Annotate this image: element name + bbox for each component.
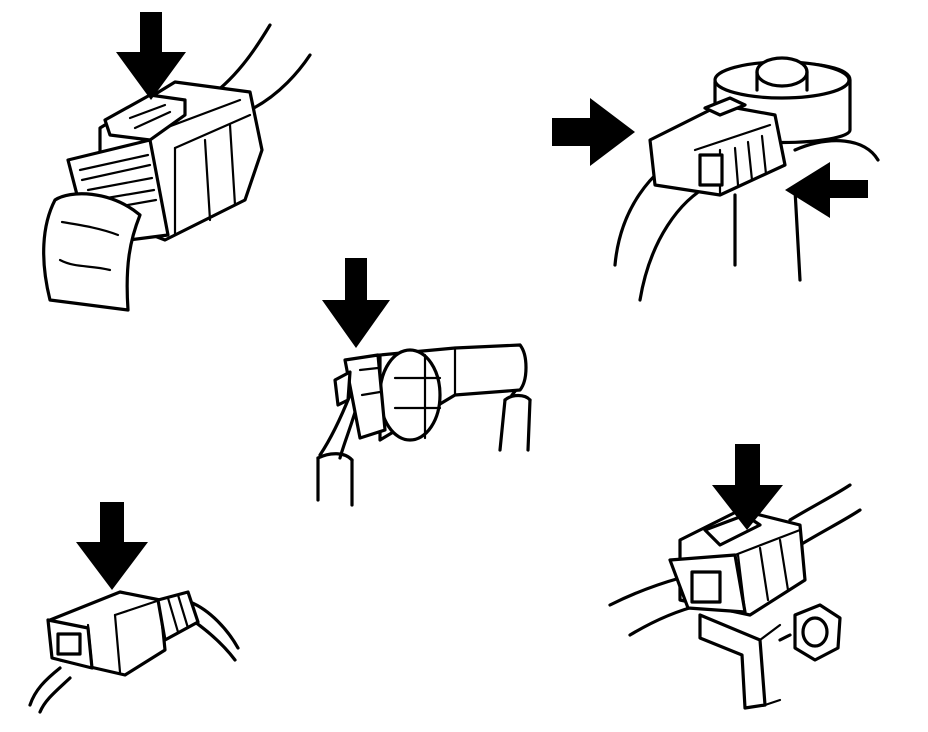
panel-top-left-connector xyxy=(42,12,312,312)
left-arrow-icon xyxy=(785,162,868,218)
right-arrow-icon xyxy=(552,98,635,166)
panel-bottom-left-connector xyxy=(28,502,240,714)
panel-center-inline-connector xyxy=(316,258,532,507)
down-arrow-icon xyxy=(116,12,186,100)
down-arrow-icon xyxy=(322,258,390,348)
panel-bottom-right-connector xyxy=(608,444,862,710)
down-arrow-icon xyxy=(76,502,148,590)
panel-top-right-sensor xyxy=(552,56,880,302)
down-arrow-icon xyxy=(712,444,783,530)
